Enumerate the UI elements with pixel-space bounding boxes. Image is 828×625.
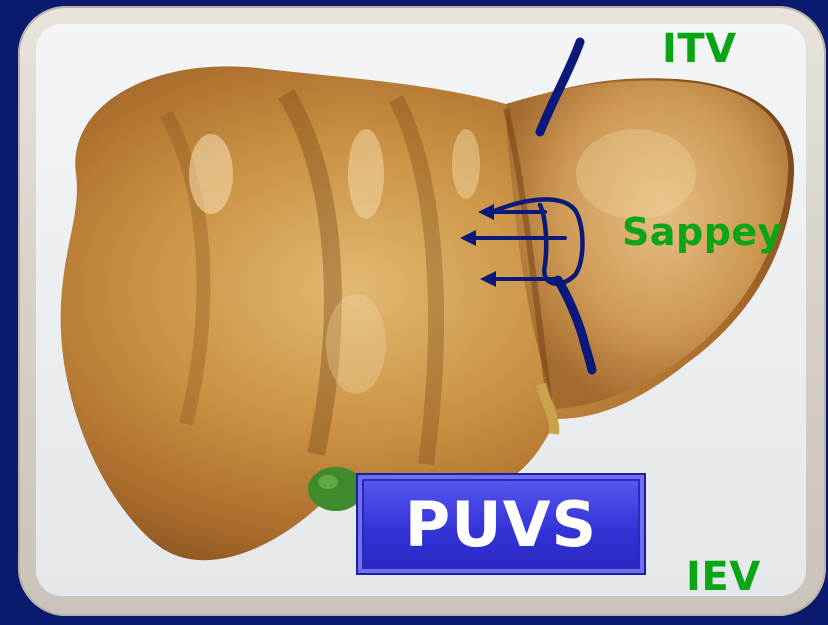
puvs-label-box: PUVS bbox=[356, 473, 646, 575]
iev-label: IEV bbox=[686, 554, 761, 600]
itv-label: ITV bbox=[662, 26, 737, 72]
sappey-label: Sappey bbox=[622, 210, 783, 254]
puvs-label: PUVS bbox=[405, 488, 597, 561]
